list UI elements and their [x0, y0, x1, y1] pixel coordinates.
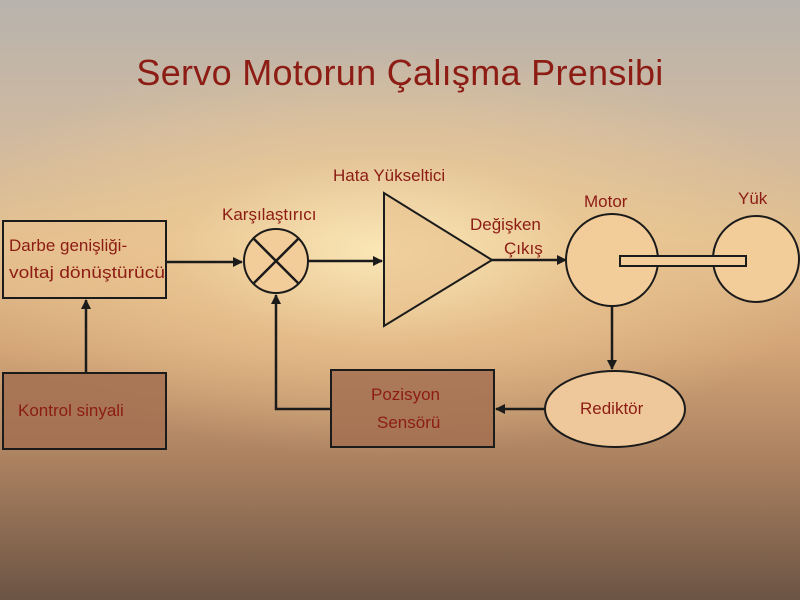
reducer-label: Rediktör	[580, 399, 644, 418]
error-amplifier-label: Hata Yükseltici	[333, 166, 445, 185]
control-signal-label: Kontrol sinyali	[18, 401, 124, 420]
comparator-label: Karşılaştırıcı	[222, 205, 316, 224]
pwm-converter-block: Darbe genişliği- voltaj dönüştürücü	[2, 220, 167, 299]
error-amplifier-triangle	[383, 191, 494, 328]
comparator-junction	[243, 228, 309, 294]
variable-output-label-line1: Değişken	[470, 215, 541, 234]
position-sensor-block: Pozisyon Sensörü	[330, 369, 495, 448]
position-sensor-label-line2: Sensörü	[377, 413, 440, 432]
motor-shaft	[619, 255, 747, 267]
variable-output-label-line2: Çıkış	[504, 239, 543, 258]
pwm-converter-label-line1: Darbe genişliği-	[9, 236, 127, 255]
page-title: Servo Motorun Çalışma Prensibi	[136, 52, 664, 93]
load-label: Yük	[738, 189, 768, 208]
motor-label: Motor	[584, 192, 628, 211]
position-sensor-label-line1: Pozisyon	[371, 385, 440, 404]
arrow-feedback-to-comparator	[271, 294, 331, 411]
control-signal-block: Kontrol sinyali	[2, 372, 167, 450]
pwm-converter-label-line2: voltaj dönüştürücü	[9, 263, 165, 282]
